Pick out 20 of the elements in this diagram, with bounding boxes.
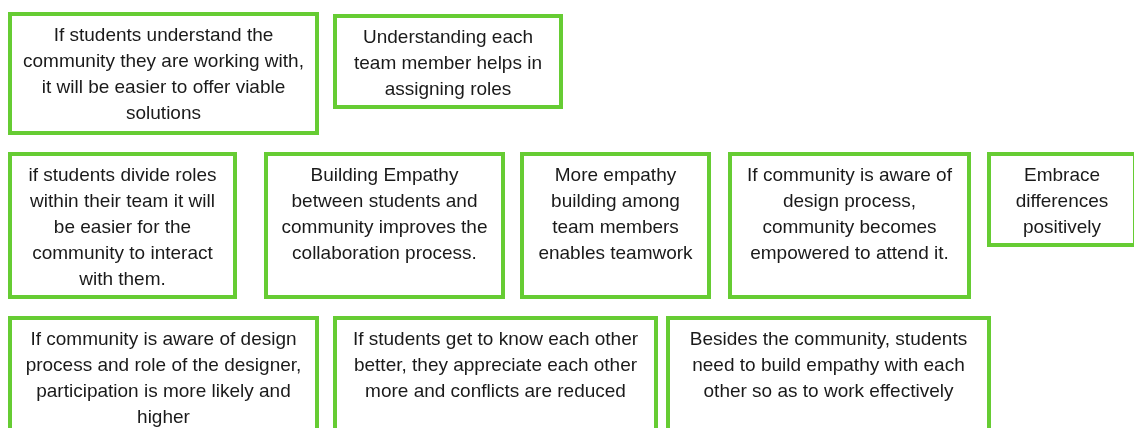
- note-box: [987, 152, 1134, 247]
- note-text: if students divide roles within their team it will be easier for the community to interact with them.: [27, 163, 218, 291]
- note-text: Building Empathy between students and community improves the collaboration process.: [280, 163, 489, 265]
- note-text: Embrace differences positively: [1014, 163, 1110, 239]
- note-box: [333, 316, 658, 428]
- note-box: [264, 152, 505, 299]
- note-text: If community is aware of design process, community becomes empowered to attend it.: [746, 163, 953, 265]
- note-box: [8, 316, 319, 428]
- note-box: [728, 152, 971, 299]
- note-text: Understanding each team member helps in assigning roles: [353, 25, 543, 101]
- note-box: [333, 14, 563, 109]
- note-text: If community is aware of design process and role of the designer, participation is more likely and higher: [24, 327, 303, 428]
- note-box: [520, 152, 711, 299]
- note-box: [8, 12, 319, 135]
- note-text: Besides the community, students need to build empathy with each other so as to work effectively: [688, 327, 969, 403]
- note-box: [666, 316, 991, 428]
- note-text: If students understand the community they are working with, it will be easier to offer viable solutions: [22, 23, 305, 125]
- note-box: [8, 152, 237, 299]
- note-text: More empathy building among team members enables teamwork: [537, 163, 694, 265]
- note-text: If students get to know each other better, they appreciate each other more and conflicts are reduced: [351, 327, 640, 403]
